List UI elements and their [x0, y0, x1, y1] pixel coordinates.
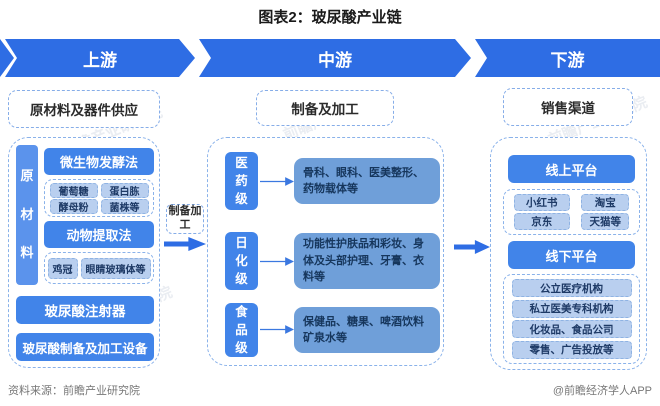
- upstream-header-label: 原材料及器件供应: [30, 103, 138, 118]
- banner-segment-midstream: 中游: [199, 39, 471, 77]
- offline-platform-group: 公立医疗机构 私立医美专科机构 化妆品、食品公司 零售、广告投放等: [503, 274, 640, 364]
- source-note: 资料来源：前瞻产业研究院: [8, 385, 140, 397]
- input-chip: 酵母粉: [49, 198, 98, 214]
- banner-label-upstream: 上游: [83, 50, 117, 70]
- arrow-upstream-to-midstream: [164, 237, 206, 251]
- arrow-midstream-to-downstream: [454, 240, 490, 254]
- banner-label-midstream: 中游: [318, 50, 352, 70]
- food-applications-box: 保健品、糖果、啤酒饮料矿泉水等: [294, 307, 440, 353]
- device-equipment-box: 玻尿酸制备及加工设备: [16, 333, 154, 361]
- extraction-inputs-group: 鸡冠 眼睛玻璃体等: [44, 252, 154, 284]
- offline-platform-label: 线下平台: [545, 248, 598, 264]
- device-injector-box: 玻尿酸注射器: [16, 296, 154, 324]
- midstream-header-label: 制备及加工: [291, 102, 359, 117]
- banner-label-downstream: 下游: [550, 50, 585, 70]
- online-platform-label: 线上平台: [545, 162, 598, 178]
- method-fermentation-label: 微生物发酵法: [59, 155, 138, 170]
- offline-chip: 公立医疗机构: [511, 279, 632, 298]
- grade-food-label: 食品级: [235, 304, 248, 356]
- food-applications-text: 保健品、糖果、啤酒饮料矿泉水等: [303, 315, 424, 345]
- method-fermentation-box: 微生物发酵法: [44, 148, 154, 175]
- raw-material-side-label: 原材料: [20, 168, 34, 261]
- online-platform-box: 线上平台: [508, 155, 635, 183]
- downstream-header-box: 销售渠道: [503, 88, 633, 126]
- chart-title: 图表2：玻尿酸产业链: [258, 9, 402, 26]
- offline-platform-box: 线下平台: [508, 241, 635, 269]
- process-label-box: 制备加工: [166, 204, 204, 234]
- online-chip: 天猫等: [581, 213, 630, 230]
- input-chip: 鸡冠: [47, 257, 78, 279]
- daily-chemical-applications-text: 功能性护肤品和彩妆、身体及头部护理、牙膏、衣料等: [303, 238, 424, 284]
- arrow-pharma: [260, 177, 294, 186]
- online-chip: 小红书: [513, 194, 570, 211]
- arrow-daily-chemical: [260, 257, 294, 266]
- credit-note: @前瞻经济学人APP: [552, 385, 652, 397]
- online-chip: 京东: [513, 213, 570, 230]
- upstream-header-box: 原材料及器件供应: [8, 90, 160, 128]
- input-chip: 眼睛玻璃体等: [80, 257, 151, 279]
- grade-daily-chemical-box: 日化级: [225, 232, 258, 290]
- arrow-food: [260, 325, 294, 334]
- banner-segment-upstream: 上游: [5, 39, 195, 77]
- pharma-applications-text: 骨科、眼科、医美整形、药物载体等: [303, 166, 424, 196]
- method-animal-extraction-label: 动物提取法: [66, 228, 132, 243]
- input-chip: 菌株等: [100, 198, 149, 214]
- input-chip: 蛋白胨: [100, 182, 149, 198]
- device-injector-label: 玻尿酸注射器: [44, 304, 126, 319]
- input-chip: 葡萄糖: [49, 182, 98, 198]
- offline-chip: 零售、广告投放等: [511, 340, 632, 359]
- grade-food-box: 食品级: [225, 303, 258, 357]
- device-equipment-label: 玻尿酸制备及加工设备: [22, 341, 148, 356]
- fermentation-inputs-group: 葡萄糖 蛋白胨 酵母粉 菌株等: [44, 179, 154, 217]
- process-label: 制备加工: [168, 205, 202, 231]
- offline-chip: 化妆品、食品公司: [511, 320, 632, 339]
- pharma-applications-box: 骨科、眼科、医美整形、药物载体等: [294, 158, 440, 204]
- grade-pharma-box: 医药级: [225, 152, 258, 210]
- online-chip: 淘宝: [581, 194, 630, 211]
- grade-pharma-label: 医药级: [235, 155, 248, 207]
- raw-material-side-bar: 原材料: [16, 145, 38, 285]
- grade-daily-chemical-label: 日化级: [235, 235, 248, 287]
- online-platform-group: 小红书 淘宝 京东 天猫等: [503, 189, 640, 235]
- midstream-header-box: 制备及加工: [256, 90, 394, 126]
- downstream-header-label: 销售渠道: [541, 101, 595, 116]
- offline-chip: 私立医美专科机构: [511, 299, 632, 318]
- method-animal-extraction-box: 动物提取法: [44, 221, 154, 248]
- daily-chemical-applications-box: 功能性护肤品和彩妆、身体及头部护理、牙膏、衣料等: [294, 233, 440, 289]
- banner-segment-downstream: 下游: [475, 39, 660, 77]
